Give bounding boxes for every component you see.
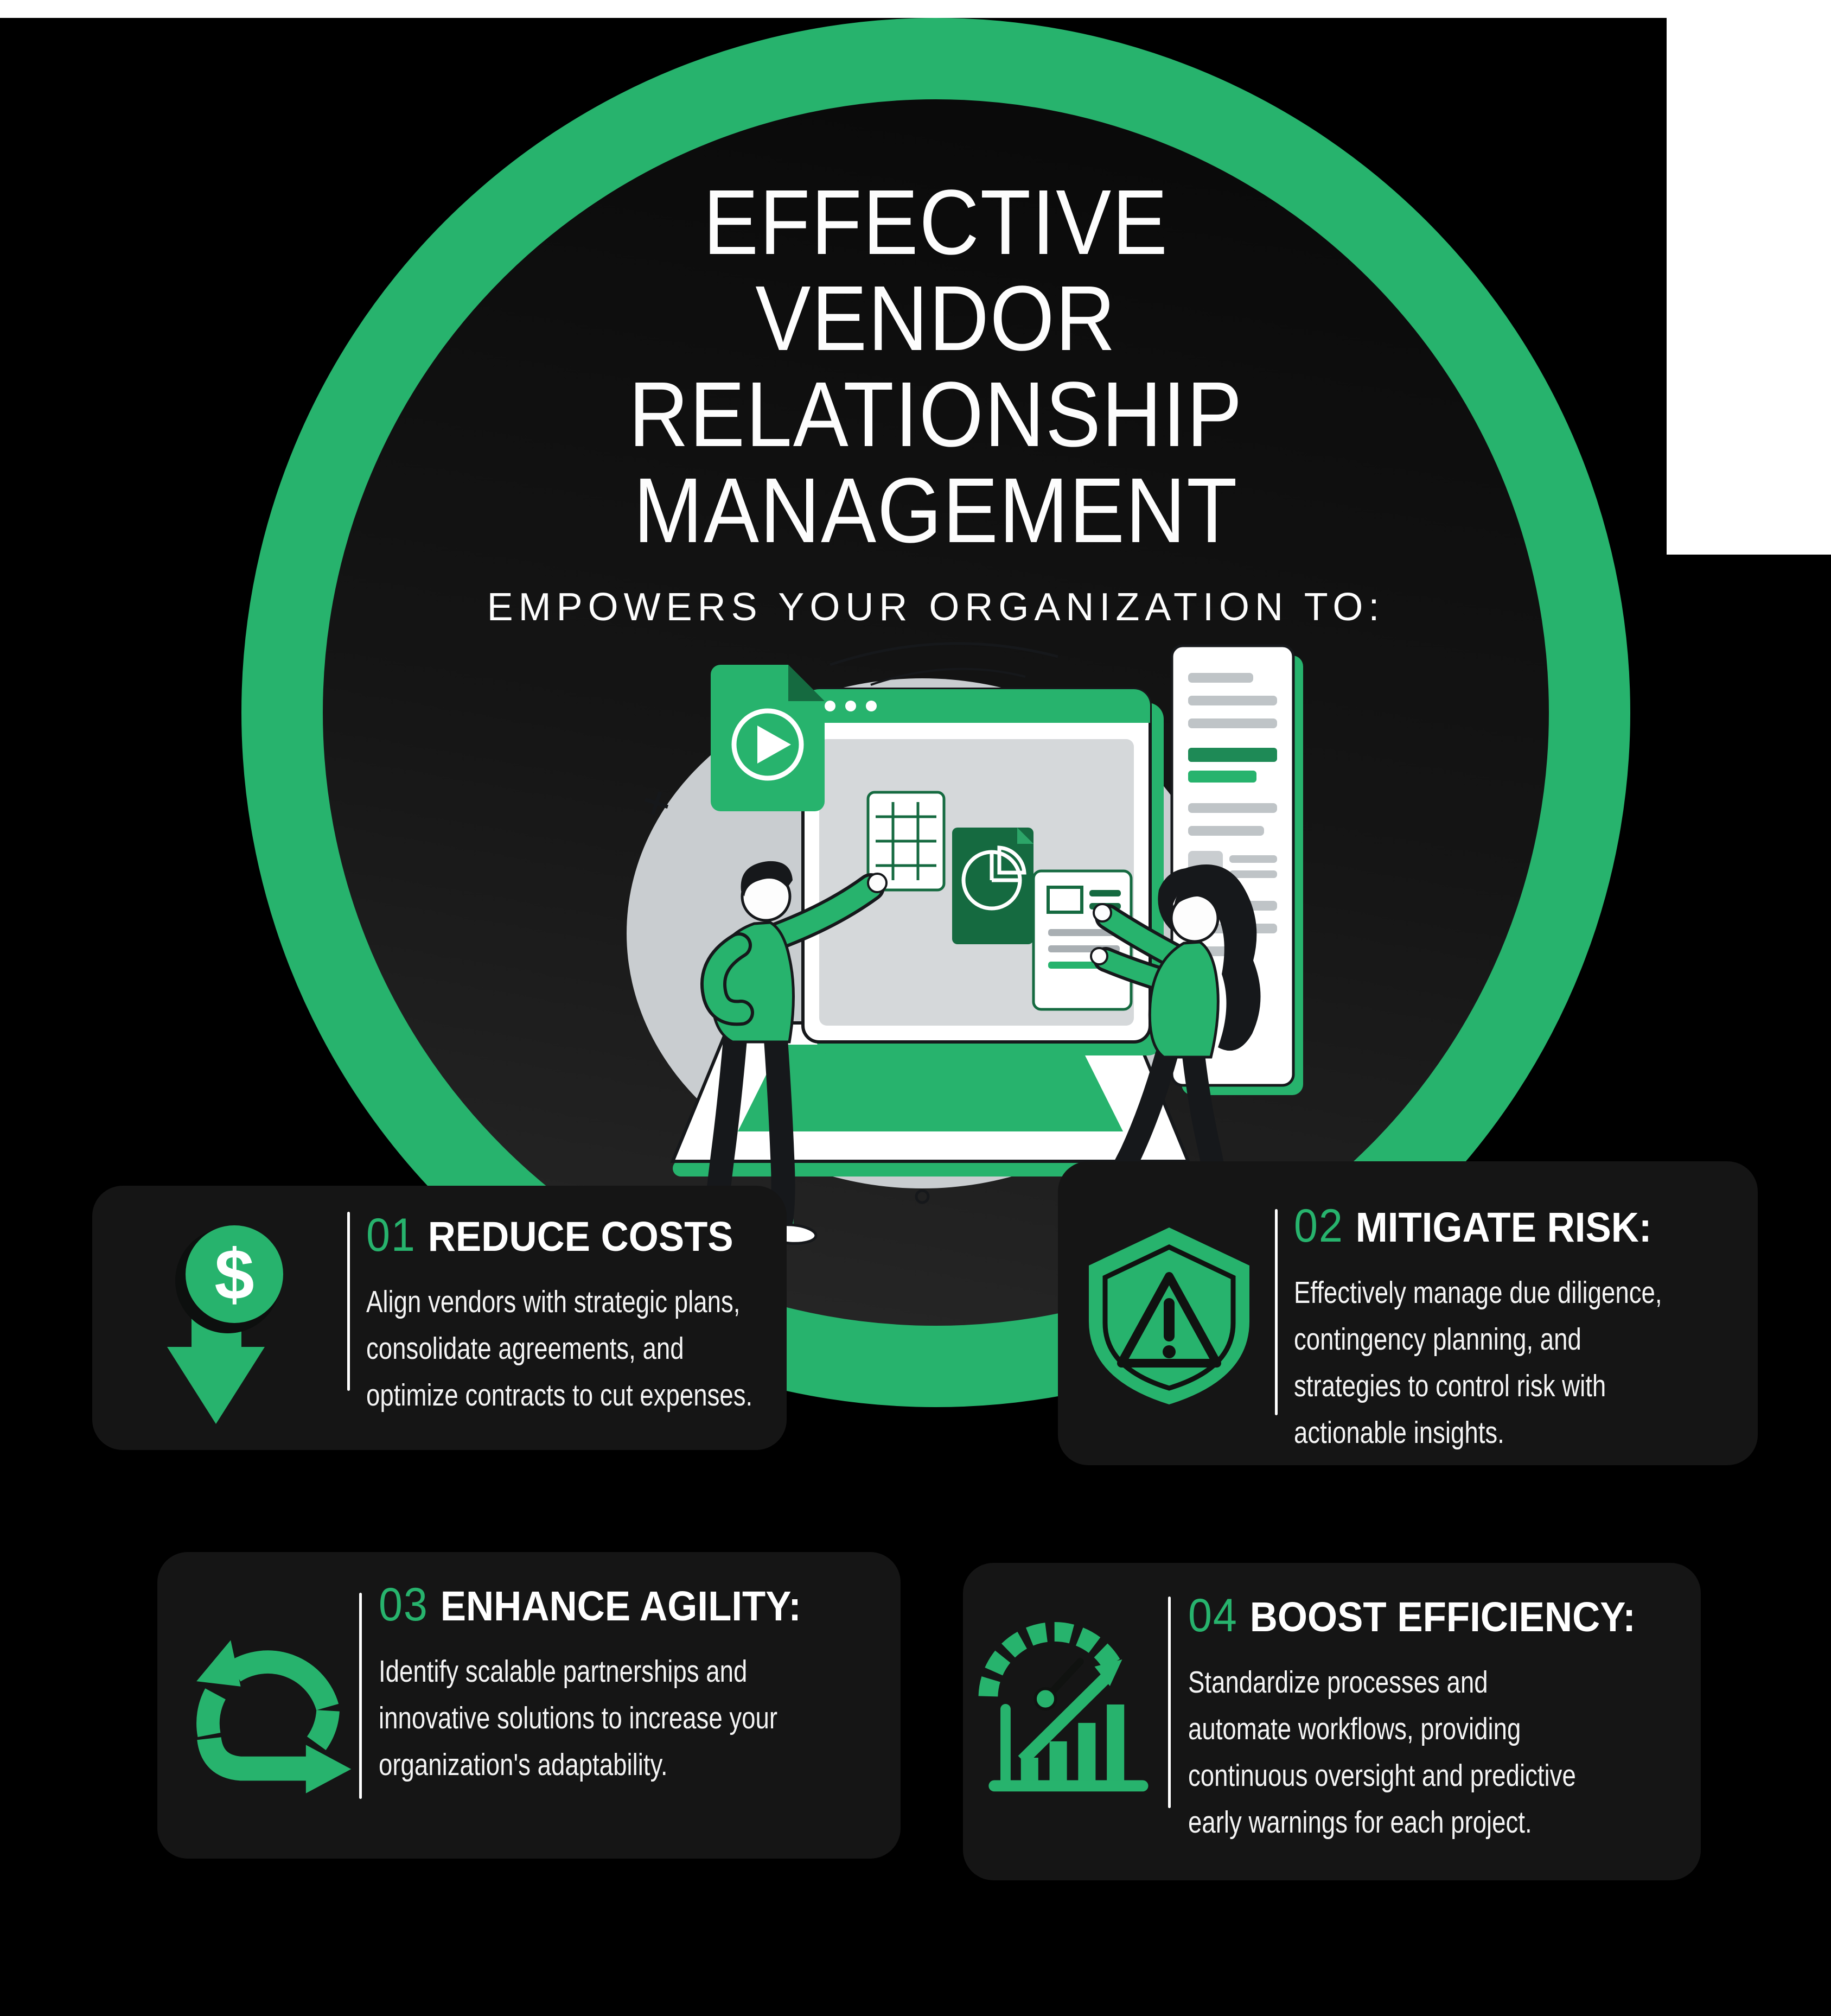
card-number: 01 xyxy=(366,1209,416,1261)
page-margin-top-right xyxy=(1667,18,1831,555)
card-reduce-costs: $ 01 REDUCE COSTS Align vendors with str… xyxy=(92,1186,787,1450)
laptop-keyboard xyxy=(738,1045,1123,1131)
card-enhance-agility: 03 ENHANCE AGILITY: Identify scalable pa… xyxy=(157,1552,901,1859)
divider xyxy=(1168,1597,1171,1808)
card-boost-efficiency: 04 BOOST EFFICIENCY: Standardize process… xyxy=(963,1563,1701,1880)
divider xyxy=(359,1593,362,1799)
card-mitigate-risk: 02 MITIGATE RISK: Effectively manage due… xyxy=(1058,1161,1758,1465)
pie-chart-document-icon xyxy=(952,828,1033,944)
card-body: Standardize processes and automate workf… xyxy=(1188,1665,1576,1840)
card-heading: REDUCE COSTS xyxy=(428,1213,733,1260)
spreadsheet-grid-icon xyxy=(866,791,946,892)
page-subtitle: EMPOWERS YOUR ORGANIZATION TO: xyxy=(487,586,1385,629)
collaboration-illustration xyxy=(627,642,1303,1249)
agile-loop-icon xyxy=(196,1640,352,1794)
card-heading: BOOST EFFICIENCY: xyxy=(1249,1594,1636,1640)
svg-text:$: $ xyxy=(214,1235,254,1314)
shield-alert-icon xyxy=(1089,1228,1249,1404)
gauge-chart-icon xyxy=(978,1622,1149,1792)
card-heading: ENHANCE AGILITY: xyxy=(440,1583,801,1630)
page-title: EFFECTIVE VENDOR RELATIONSHIP MANAGEMENT xyxy=(628,171,1243,562)
page-margin-top xyxy=(0,0,1831,18)
divider xyxy=(1275,1209,1278,1415)
card-body: Effectively manage due diligence, contin… xyxy=(1294,1275,1662,1450)
card-heading: MITIGATE RISK: xyxy=(1355,1204,1652,1251)
divider xyxy=(347,1212,350,1391)
card-number: 03 xyxy=(379,1579,429,1631)
person-man xyxy=(686,861,888,1249)
card-number: 04 xyxy=(1188,1589,1238,1642)
card-body: Identify scalable partnerships and innov… xyxy=(379,1654,778,1782)
card-body: Align vendors with strategic plans, cons… xyxy=(366,1284,753,1413)
card-number: 02 xyxy=(1294,1200,1344,1252)
small-document-icon xyxy=(1032,869,1133,1011)
dollar-down-arrow-icon: $ xyxy=(167,1225,283,1424)
laptop-base-shadow xyxy=(673,1160,1188,1176)
video-file-icon xyxy=(711,665,825,811)
